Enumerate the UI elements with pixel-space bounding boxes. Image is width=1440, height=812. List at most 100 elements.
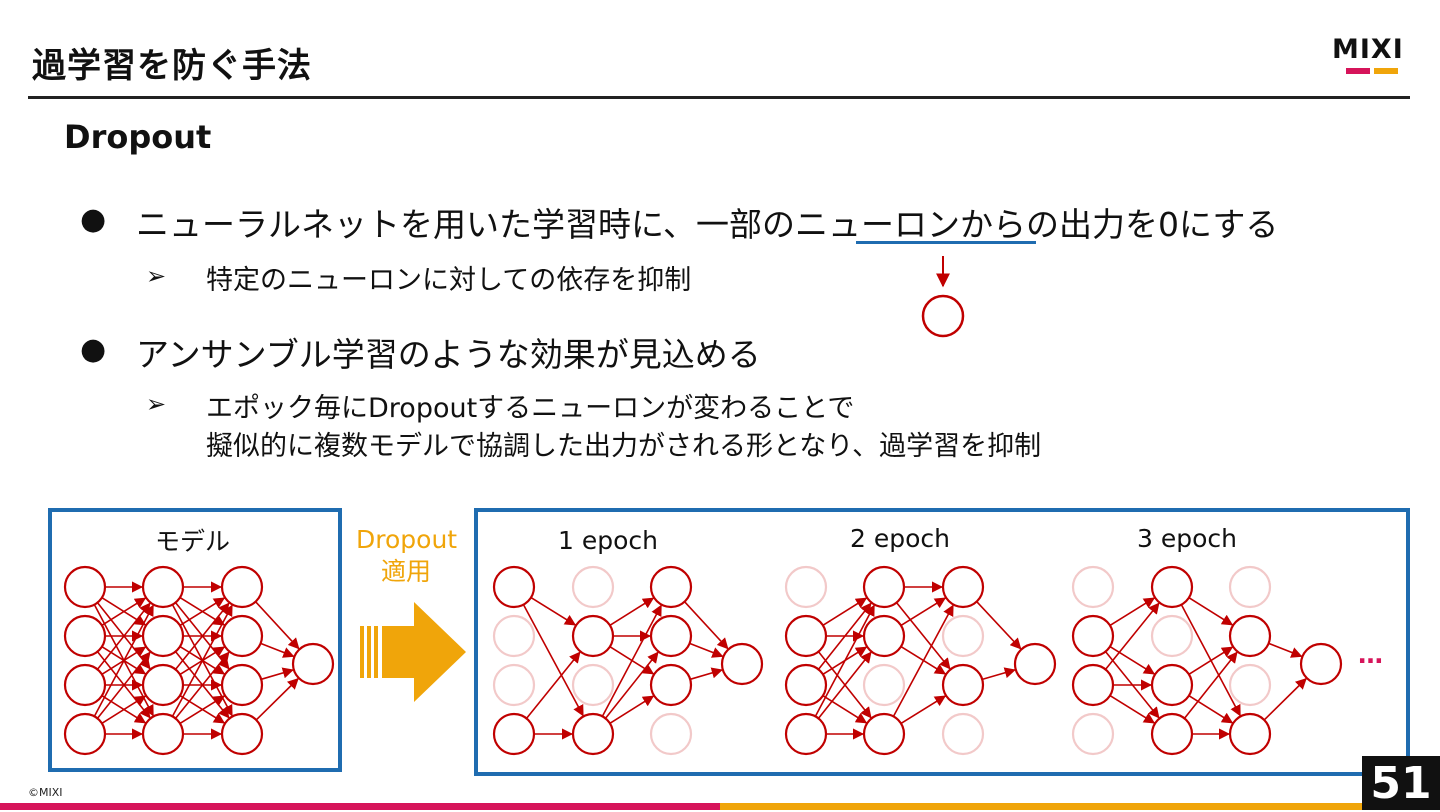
- dropout-label-line1: Dropout: [356, 525, 458, 554]
- connection-arrow: [101, 695, 147, 725]
- dropped-neuron: [492, 614, 536, 658]
- neuron: [941, 565, 985, 609]
- connection-arrow: [522, 604, 584, 717]
- connection-arrow: [689, 667, 723, 681]
- connection-arrow: [1188, 646, 1234, 676]
- connection-arrow: [1183, 651, 1238, 719]
- connection-arrow: [179, 597, 226, 627]
- ellipsis: …: [1358, 640, 1383, 669]
- neuron: [1228, 712, 1272, 756]
- sub-bullet-arrow: ➢: [146, 262, 167, 290]
- neuron: [1071, 663, 1115, 707]
- connection-arrow: [822, 694, 868, 724]
- connection-arrow: [683, 601, 729, 650]
- connection-arrow: [981, 667, 1016, 681]
- connection-arrow: [1109, 694, 1156, 724]
- title-divider: [28, 96, 1410, 99]
- model-label: モデル: [155, 527, 231, 556]
- neuron: [1150, 712, 1194, 756]
- dropped-neuron: [1228, 565, 1272, 609]
- neuron: [649, 663, 693, 707]
- neuron: [1228, 614, 1272, 658]
- connection-arrow: [174, 602, 230, 670]
- neuron: [784, 712, 828, 756]
- neuron: [1071, 614, 1115, 658]
- connection-arrow: [1104, 602, 1160, 670]
- dropout-apply-label: Dropout 適用: [356, 524, 458, 588]
- footer-bar-orange: [720, 803, 1362, 810]
- connection-arrow: [174, 651, 230, 719]
- dropped-neuron: [1228, 663, 1272, 707]
- neuron: [862, 712, 906, 756]
- neuron: [220, 614, 264, 658]
- neuron: [220, 565, 264, 609]
- slide-title: 過学習を防ぐ手法: [32, 46, 312, 86]
- connection-arrow: [689, 642, 724, 658]
- footer-bar-pink: [0, 803, 720, 810]
- connection-arrow: [900, 597, 947, 627]
- neuron: [63, 663, 107, 707]
- connection-arrow: [817, 602, 872, 670]
- dropped-neuron: [1150, 614, 1194, 658]
- neuron: [1013, 642, 1057, 686]
- bullet-1-text: ニューラルネットを用いた学習時に、一部のニューロンからの出力を0にする: [136, 205, 1279, 244]
- bullet-2-sub-2: 擬似的に複数モデルで協調した出力がされる形となり、過学習を抑制: [206, 431, 1042, 462]
- connection-arrow: [101, 597, 147, 627]
- connection-arrow: [171, 604, 233, 717]
- connection-arrow: [1188, 596, 1234, 626]
- connection-arrow: [609, 695, 655, 725]
- neuron: [63, 614, 107, 658]
- neuron: [1299, 642, 1343, 686]
- page-number: 51: [1362, 756, 1440, 810]
- dropped-neuron: [649, 712, 693, 756]
- bullet-dot: ●: [80, 202, 107, 237]
- neuron: [784, 663, 828, 707]
- bullet-2-sub-1: エポック毎にDropoutするニューロンが変わることで: [206, 393, 855, 424]
- neuron: [862, 565, 906, 609]
- connection-arrow: [179, 695, 226, 725]
- neuron: [291, 642, 335, 686]
- neuron: [784, 614, 828, 658]
- connection-arrow: [93, 604, 154, 717]
- connection-arrow: [260, 642, 295, 658]
- epochs-frame: [474, 508, 1410, 776]
- bullet-2-text: アンサンブル学習のような効果が見込める: [136, 335, 761, 374]
- connection-arrow: [1268, 642, 1303, 658]
- connection-arrow: [96, 602, 151, 670]
- neuron: [492, 712, 536, 756]
- neuron: [720, 642, 764, 686]
- neuron: [141, 663, 185, 707]
- bullet-1-sub-1: 特定のニューロンに対しての依存を抑制: [206, 265, 692, 296]
- dropped-neuron: [784, 565, 828, 609]
- connection-arrow: [96, 651, 151, 719]
- copyright: ©MIXI: [28, 786, 63, 799]
- logo-pink-bar: [1346, 68, 1370, 74]
- dropped-neuron: [492, 663, 536, 707]
- dropped-neuron: [571, 565, 615, 609]
- connection-arrow: [814, 604, 875, 717]
- connection-arrow: [1263, 677, 1307, 721]
- neuron: [862, 614, 906, 658]
- dropped-neuron: [941, 614, 985, 658]
- connection-arrow: [822, 597, 868, 627]
- connection-arrow: [525, 651, 581, 719]
- epoch-1-label: 1 epoch: [558, 526, 658, 555]
- neuron-underline: [856, 241, 1036, 244]
- connection-arrow: [1109, 597, 1156, 627]
- connection-arrow: [895, 602, 951, 670]
- neuron-example-circle: [921, 294, 965, 338]
- neuron: [571, 712, 615, 756]
- dropped-neuron: [1071, 712, 1115, 756]
- dropout-arrow-icon: [360, 602, 466, 702]
- neuron: [220, 712, 264, 756]
- neuron: [141, 614, 185, 658]
- neuron: [63, 565, 107, 609]
- connection-arrow: [1188, 694, 1234, 724]
- neuron: [1150, 663, 1194, 707]
- dropout-label-line2: 適用: [380, 557, 431, 586]
- connection-arrow: [254, 601, 300, 650]
- connection-arrow: [530, 596, 577, 626]
- connection-arrow: [255, 677, 299, 721]
- connection-arrow: [1109, 645, 1156, 675]
- neuron: [220, 663, 264, 707]
